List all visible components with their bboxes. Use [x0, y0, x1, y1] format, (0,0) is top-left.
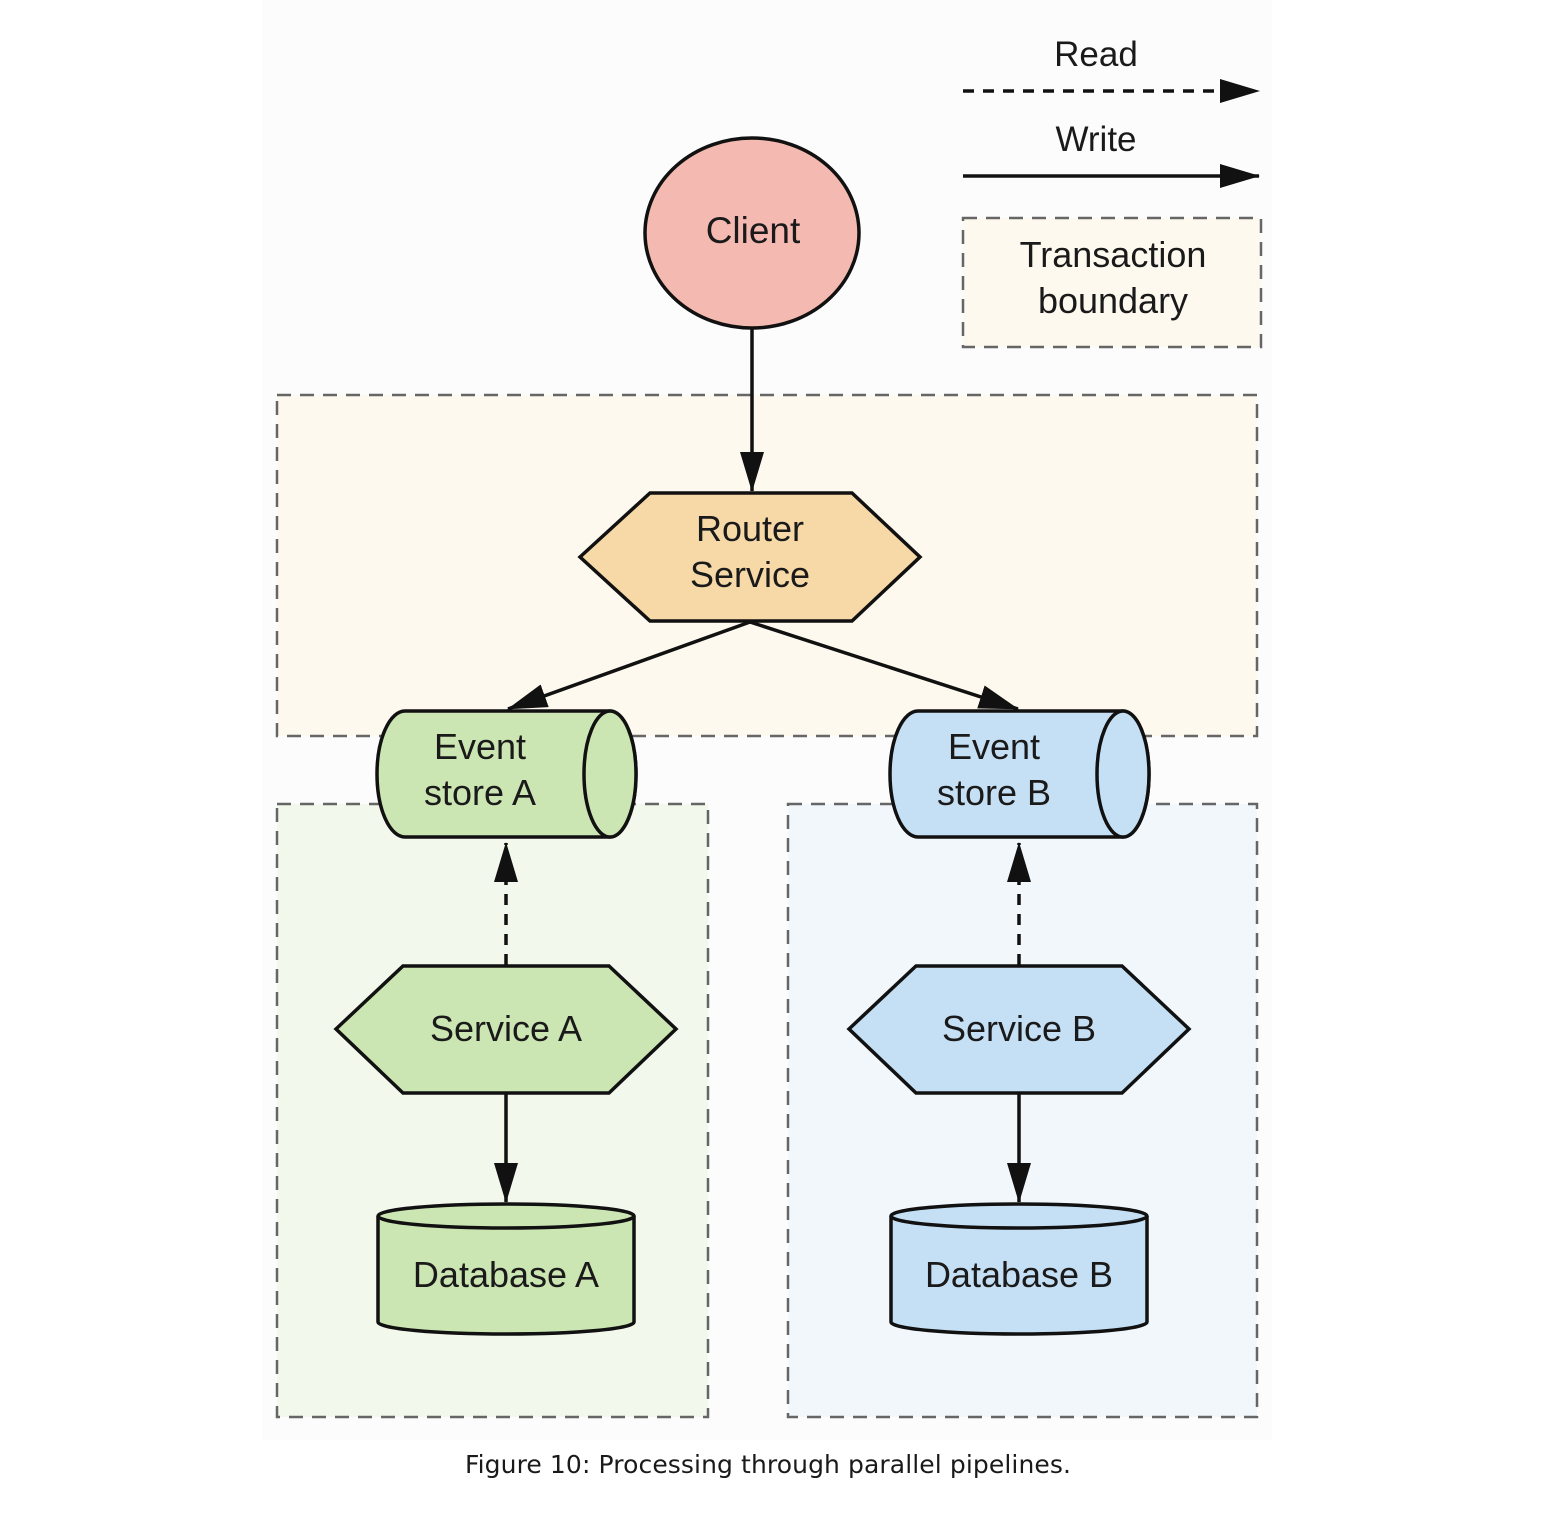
- service-a-node: Service A: [333, 964, 679, 1095]
- event-store-b-end-cap: [1095, 709, 1151, 839]
- event-store-a-end-cap: [582, 709, 638, 839]
- event-store-b-node: Event store B: [888, 709, 1151, 839]
- service-b-node: Service B: [846, 964, 1192, 1095]
- database-a-top: [376, 1202, 636, 1230]
- service-b-label: Service B: [942, 1008, 1096, 1049]
- legend-write-label: Write: [1055, 120, 1136, 159]
- service-b-hexagon: [846, 964, 1192, 1095]
- legend-transaction-boundary-swatch: [961, 216, 1263, 349]
- figure-caption: Figure 10: Processing through parallel p…: [464, 1450, 1072, 1479]
- legend: Read Write Transaction boundary: [961, 35, 1263, 349]
- database-b-label: Database B: [925, 1254, 1113, 1295]
- event-store-a-label-line2: store A: [424, 772, 536, 813]
- router-service-node: Router Service: [577, 491, 923, 623]
- event-store-a-label-line1: Event: [434, 726, 526, 767]
- edge-router-to-event-store-b: [749, 620, 1019, 711]
- router-service-hexagon: [577, 491, 923, 623]
- legend-read-label: Read: [1054, 35, 1138, 74]
- service-a-label: Service A: [430, 1008, 582, 1049]
- database-b-node: Database B: [889, 1202, 1149, 1336]
- database-b-body: [889, 1216, 1149, 1336]
- legend-transaction-label-line2: boundary: [1038, 280, 1188, 321]
- event-store-b-label-line2: store B: [937, 772, 1051, 813]
- database-a-body: [376, 1216, 636, 1336]
- router-service-label-line1: Router: [696, 508, 804, 549]
- database-a-label: Database A: [413, 1254, 599, 1295]
- service-a-hexagon: [333, 964, 679, 1095]
- edge-router-to-event-store-a: [507, 620, 751, 711]
- database-b-top: [889, 1202, 1149, 1230]
- client-node: Client: [643, 136, 861, 330]
- router-service-label-line2: Service: [690, 554, 810, 595]
- database-a-node: Database A: [376, 1202, 636, 1336]
- client-circle: [643, 136, 861, 330]
- event-store-b-label-line1: Event: [948, 726, 1040, 767]
- client-label: Client: [706, 210, 801, 251]
- legend-transaction-label-line1: Transaction: [1020, 234, 1207, 275]
- event-store-a-node: Event store A: [375, 709, 638, 839]
